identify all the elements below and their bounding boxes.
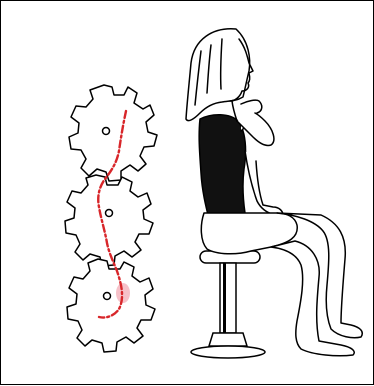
stool [191,251,265,358]
stool-collar [209,333,247,346]
gear-top-hub [103,128,110,135]
stool-post [220,263,236,333]
stool-base [191,346,265,358]
hair [186,29,250,121]
gear-bottom [67,259,155,352]
resting-arm [245,151,283,215]
gear-middle-hub [106,210,113,217]
gear-bottom-hub [104,293,111,300]
woman [186,29,362,356]
torso-swimsuit [199,115,245,219]
